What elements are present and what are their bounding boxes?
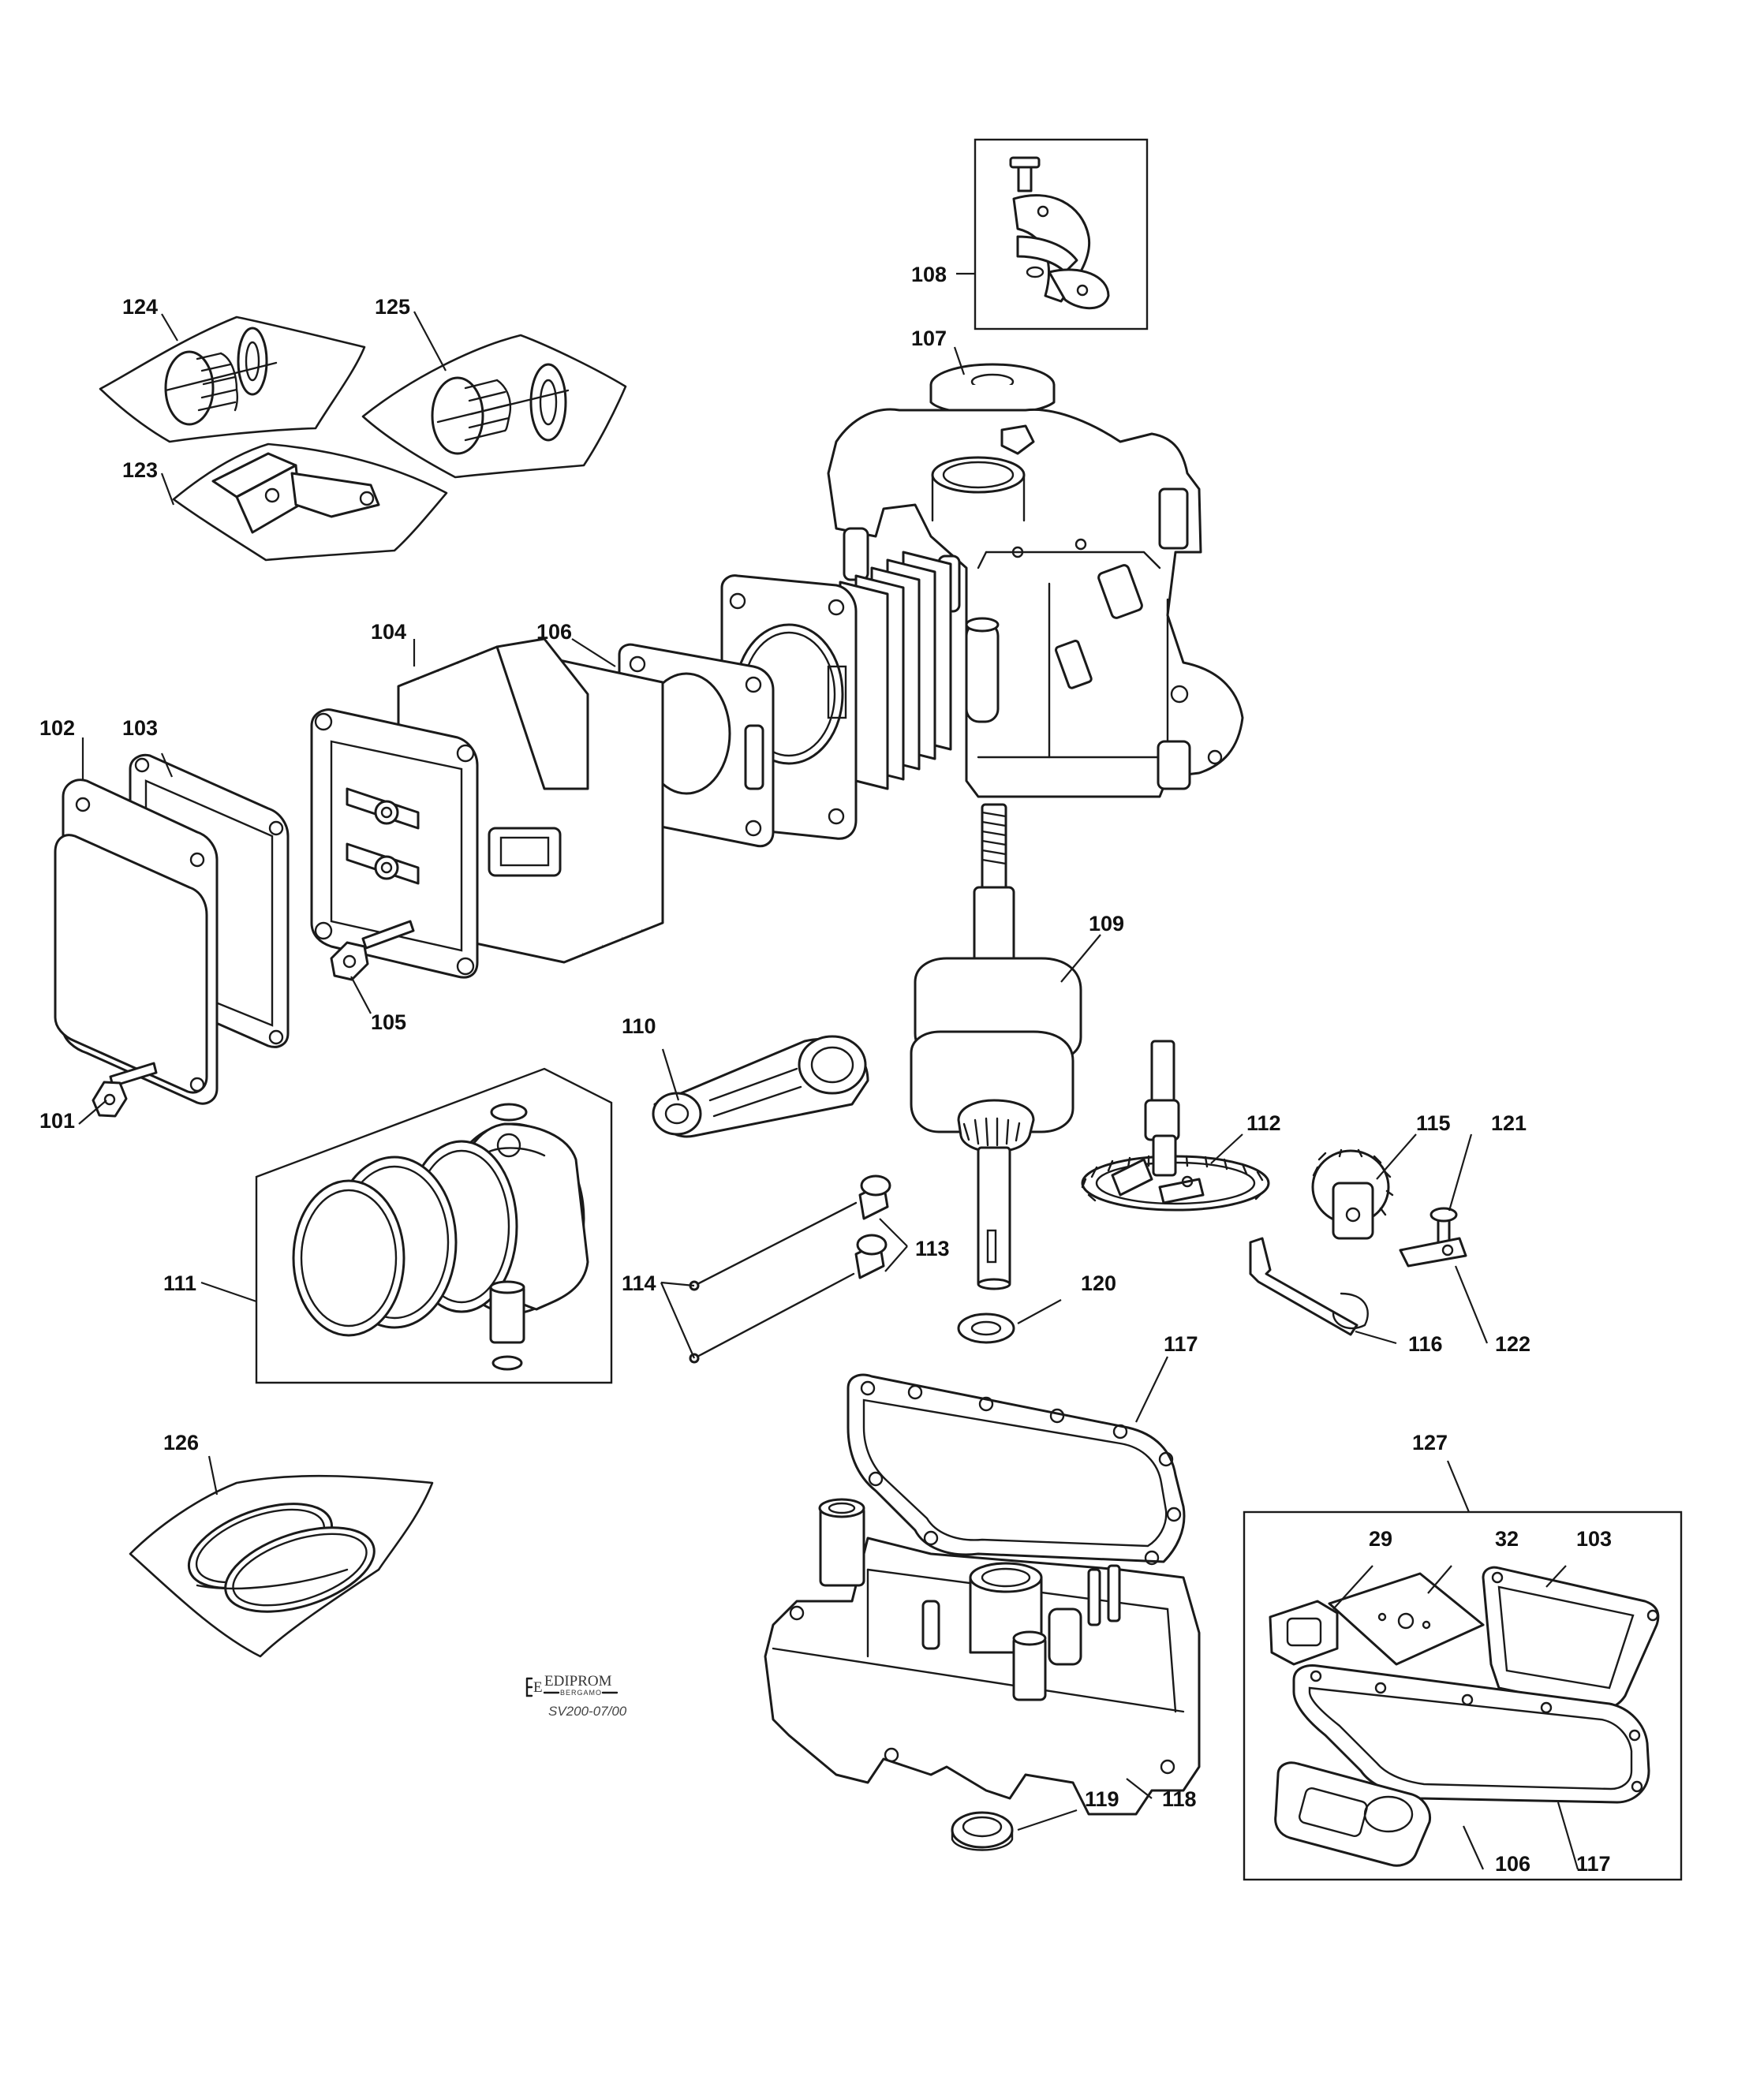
- part-126-piston-ring-set: [129, 1474, 434, 1658]
- drawing-code: SV200-07/00: [548, 1704, 627, 1719]
- callout-111: 111: [163, 1271, 196, 1295]
- callout-118: 118: [1162, 1787, 1197, 1811]
- part-112-camshaft: [1081, 1040, 1270, 1212]
- leader-lines: [78, 272, 1579, 1870]
- callout-121: 121: [1491, 1111, 1527, 1135]
- callout-101: 101: [39, 1109, 75, 1133]
- part-102-rocker-cover: [54, 779, 219, 1105]
- callout-119: 119: [1085, 1787, 1119, 1811]
- part-109-crankshaft: [910, 803, 1082, 1290]
- callout-kit-29: 29: [1369, 1527, 1392, 1551]
- callout-105: 105: [371, 1010, 406, 1034]
- callout-116: 116: [1408, 1332, 1443, 1356]
- publisher-logo: E EDIPROM BERGAMO: [525, 1673, 619, 1697]
- callout-109: 109: [1089, 912, 1124, 935]
- callout-102: 102: [39, 716, 75, 740]
- part-104-cylinder-head: [310, 637, 664, 979]
- part-120-washer: [957, 1312, 1015, 1344]
- part-111-piston-kit: [292, 1103, 589, 1371]
- part-123-rocker-arm-kit: [172, 442, 448, 562]
- logo-name: EDIPROM: [544, 1673, 612, 1690]
- part-127-gasket-kit: [1269, 1566, 1660, 1867]
- callout-kit-106: 106: [1495, 1852, 1530, 1876]
- callout-104: 104: [371, 620, 406, 644]
- part-101-cover-bolt: [92, 1062, 158, 1118]
- callout-107: 107: [911, 327, 947, 350]
- box-127: [1243, 1510, 1683, 1881]
- part-124-valve-spring-kit: [99, 316, 366, 443]
- callout-124: 124: [122, 295, 158, 319]
- callout-labels: 124 125 123 108 107 106 104 102 103 105 …: [39, 263, 1612, 1876]
- callout-123: 123: [122, 458, 158, 482]
- logo-mark: E: [533, 1679, 543, 1696]
- callout-103: 103: [122, 716, 158, 740]
- callout-113: 113: [915, 1237, 950, 1260]
- callout-115: 115: [1416, 1111, 1451, 1135]
- part-121-bolt: [1430, 1207, 1458, 1246]
- callout-127: 127: [1412, 1431, 1448, 1454]
- box-108: [974, 138, 1149, 330]
- callout-kit-32: 32: [1495, 1527, 1519, 1551]
- callout-108: 108: [911, 263, 947, 286]
- part-116-governor-shaft: [1249, 1237, 1369, 1336]
- part-105-head-bolt: [330, 920, 415, 981]
- logo-city: BERGAMO: [560, 1689, 602, 1697]
- box-111: [255, 1067, 613, 1384]
- callout-114: 114: [622, 1271, 656, 1295]
- part-115-governor: [1311, 1148, 1394, 1240]
- callout-117: 117: [1164, 1332, 1198, 1356]
- callout-110: 110: [622, 1014, 656, 1038]
- part-107-crankcase: [827, 363, 1244, 798]
- callout-122: 122: [1495, 1332, 1530, 1356]
- callout-125: 125: [375, 295, 410, 319]
- part-114-push-rods: [689, 1201, 858, 1364]
- part-118-oil-sump: [764, 1498, 1201, 1816]
- part-125-valve-spring-kit: [361, 334, 627, 479]
- callout-kit-117: 117: [1576, 1852, 1611, 1876]
- callout-126: 126: [163, 1431, 199, 1454]
- part-119-oil-seal: [951, 1811, 1014, 1851]
- part-110-connecting-rod: [652, 1035, 869, 1138]
- callout-112: 112: [1246, 1111, 1281, 1135]
- callout-kit-103: 103: [1576, 1527, 1612, 1551]
- part-117-crankcase-gasket: [846, 1373, 1186, 1566]
- callout-120: 120: [1081, 1271, 1116, 1295]
- callout-106: 106: [536, 620, 572, 644]
- part-108-bracket: [1009, 156, 1110, 310]
- part-122-clip: [1399, 1237, 1467, 1268]
- part-113-tappets: [854, 1174, 891, 1279]
